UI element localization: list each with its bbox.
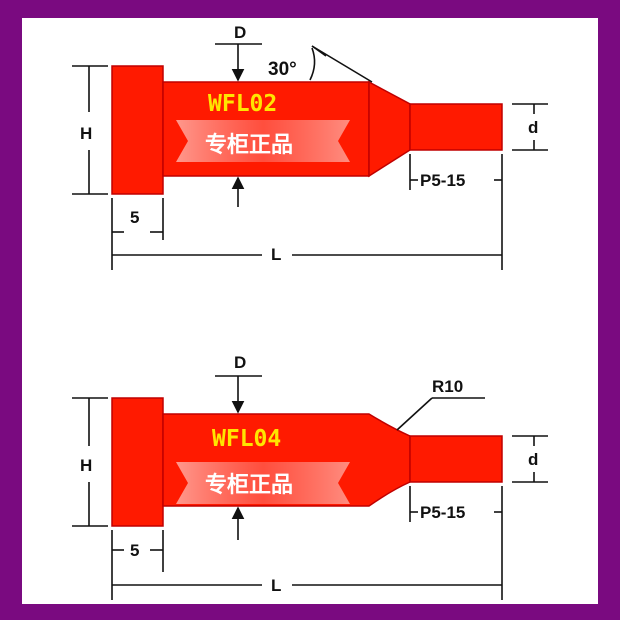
tip-2 bbox=[409, 435, 503, 483]
dim-L-1: L bbox=[111, 240, 502, 270]
diagram-wfl04: WFL04 专柜正品 D R10 H d bbox=[72, 353, 548, 600]
head-1 bbox=[111, 65, 164, 195]
dim-D-1: D bbox=[215, 23, 262, 207]
label-d-2: d bbox=[528, 450, 538, 469]
label-D-2: D bbox=[234, 353, 246, 372]
badge-ribbon-2 bbox=[176, 462, 350, 504]
model-label-1: WFL02 bbox=[208, 91, 277, 117]
label-radius-2: R10 bbox=[432, 377, 463, 396]
dim-H-2: H bbox=[72, 397, 108, 527]
badge-ribbon-1 bbox=[176, 120, 350, 162]
dim-d-1: d bbox=[512, 103, 548, 151]
dim-D-2: D bbox=[215, 353, 262, 540]
diagram-wfl02: WFL02 专柜正品 D 30° H bbox=[72, 23, 548, 270]
label-pitch-1: P5-15 bbox=[420, 171, 465, 190]
dim-d-2: d bbox=[512, 435, 548, 483]
taper-1 bbox=[368, 80, 411, 178]
model-label-2: WFL04 bbox=[212, 426, 281, 452]
label-L-1: L bbox=[271, 245, 281, 264]
label-D-1: D bbox=[234, 23, 246, 42]
head-2 bbox=[111, 397, 164, 527]
label-angle-1: 30° bbox=[268, 59, 297, 80]
label-H-1: H bbox=[80, 124, 92, 143]
dim-pitch-1: P5-15 bbox=[409, 154, 503, 270]
label-head-width-1: 5 bbox=[130, 208, 139, 227]
label-head-width-2: 5 bbox=[130, 541, 139, 560]
dim-angle-1: 30° bbox=[268, 45, 373, 83]
dim-L-2: L bbox=[111, 572, 502, 600]
dim-H-1: H bbox=[72, 65, 108, 195]
dim-head-width-2: 5 bbox=[111, 530, 164, 572]
badge-text-2: 专柜正品 bbox=[205, 472, 293, 498]
tip-1 bbox=[409, 103, 503, 151]
dim-radius-2: R10 bbox=[396, 377, 485, 431]
dim-pitch-2: P5-15 bbox=[409, 486, 503, 600]
label-pitch-2: P5-15 bbox=[420, 503, 465, 522]
dim-head-width-1: 5 bbox=[111, 198, 164, 240]
badge-text-1: 专柜正品 bbox=[205, 132, 293, 158]
label-H-2: H bbox=[80, 456, 92, 475]
label-L-2: L bbox=[271, 576, 281, 595]
label-d-1: d bbox=[528, 118, 538, 137]
